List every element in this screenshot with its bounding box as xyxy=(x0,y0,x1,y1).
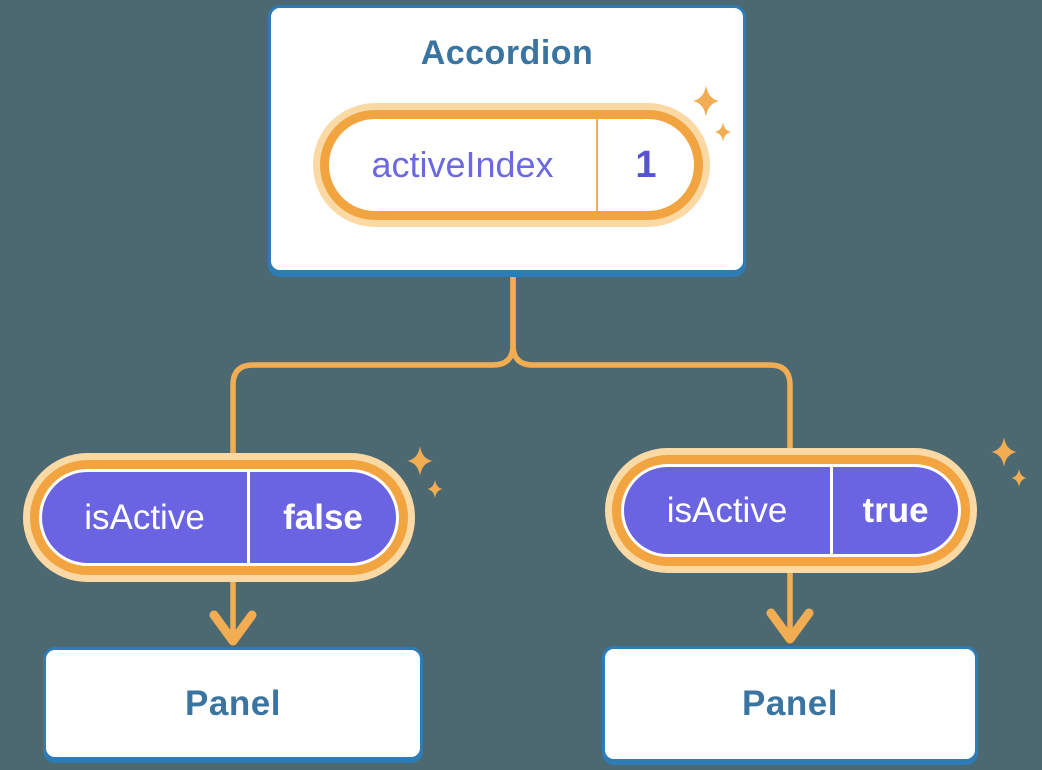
prop-pill-value: false xyxy=(283,498,363,537)
pill-divider xyxy=(247,472,250,563)
panel-title: Panel xyxy=(185,683,281,723)
state-pill-activeindex: activeIndex 1 xyxy=(313,103,710,227)
pill-divider xyxy=(830,467,833,554)
accordion-title: Accordion xyxy=(420,34,594,72)
connector-right xyxy=(510,277,793,637)
state-pill-value: 1 xyxy=(635,144,657,186)
arrow-down-icon xyxy=(209,610,257,646)
pill-ring: activeIndex 1 xyxy=(320,110,703,220)
sparkle-icon xyxy=(991,437,1027,487)
sparkle-icon xyxy=(693,85,732,142)
sparkle-icon xyxy=(407,446,443,498)
pill-divider xyxy=(596,119,598,211)
prop-pill-label: isActive xyxy=(666,491,788,530)
prop-pill-isactive-right: isActive true xyxy=(605,448,977,573)
arrow-down-icon xyxy=(766,608,814,644)
panel-card-right: Panel xyxy=(602,646,978,762)
pill-ring: isActive false xyxy=(30,460,408,575)
pill-ring: isActive true xyxy=(612,455,970,566)
panel-title: Panel xyxy=(742,684,838,723)
prop-pill-isactive-left: isActive false xyxy=(23,453,415,582)
prop-pill-value: true xyxy=(862,491,929,530)
prop-pill-label: isActive xyxy=(84,498,205,537)
state-pill-label: activeIndex xyxy=(371,144,554,185)
panel-card-left: Panel xyxy=(43,647,423,760)
